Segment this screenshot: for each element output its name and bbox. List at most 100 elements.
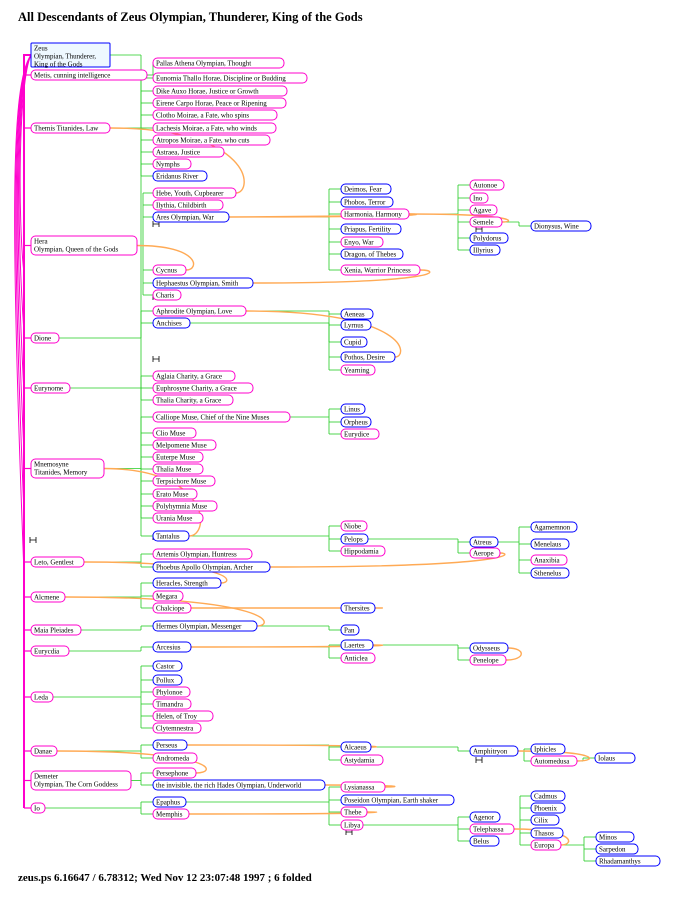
person-thebe[interactable]: Thebe (340, 806, 368, 818)
person-thasos[interactable]: Thasos (530, 827, 564, 839)
person-euterpe[interactable]: Euterpe Muse (152, 451, 204, 463)
person-aglaia[interactable]: Aglaia Charity, a Grace (152, 370, 236, 382)
person-orpheus[interactable]: Orpheus (340, 416, 372, 428)
person-cadmus[interactable]: Cadmus (530, 790, 566, 802)
person-amphitryon[interactable]: Amphitryon (469, 745, 519, 757)
person-enyo[interactable]: Enyo, War (340, 236, 384, 248)
person-ilythia[interactable]: Ilythia, Childbirth (152, 199, 224, 211)
person-atreus[interactable]: Atreus (469, 536, 499, 548)
person-aeneas[interactable]: Aeneas (340, 308, 374, 320)
person-chalciope[interactable]: Chalciope (152, 602, 192, 614)
person-tantalus[interactable]: Tantalus (152, 530, 190, 542)
person-metis[interactable]: Metis, cunning intelligence (30, 69, 148, 81)
person-timandra[interactable]: Timandra (152, 698, 192, 710)
person-cupid[interactable]: Cupid (340, 336, 368, 348)
person-eurydice[interactable]: Eurydice (340, 428, 380, 440)
person-persephone[interactable]: Persephone (152, 767, 197, 779)
person-rhadamanthys[interactable]: Rhadamanthys (595, 855, 661, 867)
person-lachesis[interactable]: Lachesis Moirae, a Fate, who winds (152, 122, 277, 134)
person-atropos[interactable]: Atropos Moirae, a Fate, who cuts (152, 134, 271, 146)
person-cycnus[interactable]: Cycnus (152, 264, 187, 276)
person-calliope[interactable]: Calliope Muse, Chief of the Nine Muses (152, 411, 291, 423)
person-euphrosyne[interactable]: Euphrosyne Charity, a Grace (152, 382, 254, 394)
person-eunomia[interactable]: Eunomia Thallo Horae, Discipline or Budd… (152, 72, 308, 84)
person-athena[interactable]: Pallas Athena Olympian, Thought (152, 57, 285, 69)
person-helen[interactable]: Helen, of Troy (152, 710, 214, 722)
person-memphis[interactable]: Memphis (152, 808, 190, 820)
person-illyrius[interactable]: Illyrius (469, 244, 501, 256)
person-anchises[interactable]: Anchises (152, 317, 191, 329)
person-aerope[interactable]: Aerope (469, 547, 501, 559)
fold-marker[interactable] (152, 356, 160, 362)
person-eridanus[interactable]: Eridanus River (152, 170, 208, 182)
person-astraea[interactable]: Astraea, Justice (152, 146, 225, 158)
person-anaxibia[interactable]: Anaxibia (530, 554, 568, 566)
person-leda[interactable]: Leda (30, 691, 54, 703)
person-clio[interactable]: Clio Muse (152, 427, 197, 439)
person-xenia[interactable]: Xenia, Warrior Princess (340, 264, 421, 276)
person-poseidon[interactable]: Poseidon Olympian, Earth shaker (340, 794, 455, 806)
person-alcaeus[interactable]: Alcaeus (340, 741, 372, 753)
person-heracles[interactable]: Heracles, Strength (152, 577, 222, 589)
person-hades[interactable]: the invisible, the rich Hades Olympian, … (152, 779, 326, 791)
person-agenor[interactable]: Agenor (469, 811, 501, 823)
person-ares[interactable]: Ares Olympian, War (152, 211, 230, 223)
person-thalia[interactable]: Thalia Charity, a Grace (152, 394, 234, 406)
person-pollux[interactable]: Pollux (152, 674, 183, 686)
person-hebe[interactable]: Hebe, Youth, Cupbearer (152, 187, 237, 199)
person-penelope[interactable]: Penelope (469, 654, 507, 666)
person-automedusa[interactable]: Automedusa (530, 755, 578, 767)
person-erato[interactable]: Erato Muse (152, 488, 198, 500)
person-artemis[interactable]: Artemis Olympian, Huntress (152, 548, 253, 560)
person-maia[interactable]: Maia Pleiades (30, 624, 82, 636)
person-menelaus[interactable]: Menelaus (530, 538, 570, 550)
person-dionysus[interactable]: Dionysus, Wine (530, 220, 592, 232)
person-thersites[interactable]: Thersites (340, 602, 376, 614)
person-io[interactable]: Io (30, 802, 46, 814)
person-melpomene[interactable]: Melpomene Muse (152, 439, 217, 451)
person-clytemnestra[interactable]: Clytemnestra (152, 722, 202, 734)
person-phobos[interactable]: Phobos, Terror (340, 196, 394, 208)
fold-marker[interactable] (29, 537, 37, 543)
person-lyrnus[interactable]: Lyrnus (340, 319, 372, 331)
person-terpsichore[interactable]: Terpsichore Muse (152, 475, 216, 487)
fold-marker[interactable] (475, 757, 483, 763)
person-europa[interactable]: Europa (530, 839, 562, 851)
person-leto[interactable]: Leto, Gentlest (30, 556, 85, 568)
person-themis[interactable]: Themis Titanides, Law (30, 122, 111, 134)
person-semele[interactable]: Semele (469, 216, 503, 228)
person-deimos[interactable]: Deimos, Fear (340, 183, 392, 195)
person-aphrodite[interactable]: Aphrodite Olympian, Love (152, 305, 247, 317)
person-megara[interactable]: Megara (152, 590, 184, 602)
person-alcmene[interactable]: Alcmene (30, 591, 66, 603)
person-pothos[interactable]: Pothos, Desire (340, 351, 396, 363)
person-dike[interactable]: Dike Auxo Horae, Justice or Growth (152, 85, 288, 97)
person-polyhymnia[interactable]: Polyhymnia Muse (152, 500, 218, 512)
person-hippodamia[interactable]: Hippodamia (340, 545, 386, 557)
person-ino[interactable]: Ino (469, 192, 489, 204)
person-harmonia[interactable]: Harmonia, Harmony (340, 208, 410, 220)
person-apollo[interactable]: Phoebus Apollo Olympian, Archer (152, 561, 271, 573)
person-agave[interactable]: Agave (469, 204, 498, 216)
person-niobe[interactable]: Niobe (340, 520, 368, 532)
person-sthenelus[interactable]: Sthenelus (530, 567, 570, 579)
person-sarpedon[interactable]: Sarpedon (595, 843, 639, 855)
person-charis[interactable]: Charis (152, 289, 182, 301)
person-clotho[interactable]: Clotho Moirae, a Fate, who spins (152, 109, 278, 121)
person-polydorus[interactable]: Polydorus (469, 232, 509, 244)
person-anticlea[interactable]: Anticlea (340, 652, 376, 664)
person-urania[interactable]: Urania Muse (152, 512, 204, 524)
person-libya[interactable]: Libya (340, 819, 364, 831)
person-iphicles[interactable]: Iphicles (530, 743, 566, 755)
person-iolaus[interactable]: Iolaus (594, 752, 636, 764)
person-cilix[interactable]: Cilix (530, 814, 560, 826)
person-telephassa[interactable]: Telephassa (469, 823, 515, 835)
person-minos[interactable]: Minos (595, 831, 635, 843)
person-eurydia[interactable]: Eurycdia (30, 645, 70, 657)
person-hephaestus[interactable]: Hephaestus Olympian, Smith (152, 277, 254, 289)
person-laertes[interactable]: Laertes (340, 639, 374, 651)
